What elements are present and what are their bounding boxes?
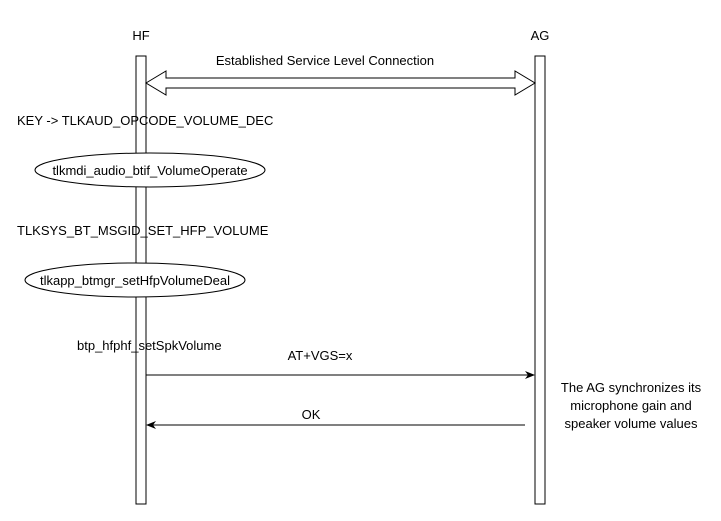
key-event-label: KEY -> TLKAUD_OPCODE_VOLUME_DEC [17,113,273,128]
slc-label: Established Service Level Connection [216,53,434,68]
volume-operate-ellipse [34,152,266,188]
at-vgs-label: AT+VGS=x [288,348,353,363]
volume-deal-label: tlkapp_btmgr_setHfpVolumeDeal [40,273,230,288]
participant-ag-label: AG [531,28,550,43]
volume-operate-label: tlkmdi_audio_btif_VolumeOperate [52,163,247,178]
participant-hf-label: HF [132,28,149,43]
ag-lifeline [534,55,546,505]
ag-sync-note: The AG synchronizes its microphone gain … [560,380,702,431]
volume-deal-ellipse [24,262,246,298]
ok-label: OK [302,407,321,422]
slc-double-arrow [145,70,536,96]
msgid-label: TLKSYS_BT_MSGID_SET_HFP_VOLUME [17,223,269,238]
set-spk-volume-label: btp_hfphf_setSpkVolume [77,338,222,353]
